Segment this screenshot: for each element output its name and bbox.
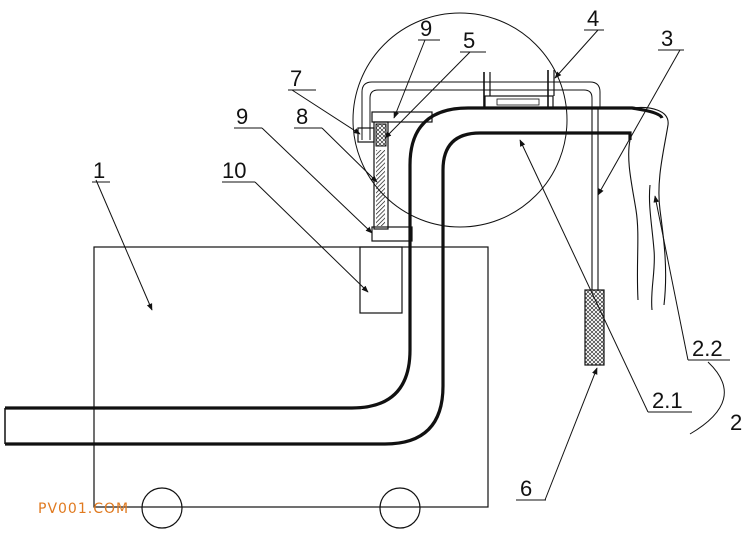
right-wheel [379, 487, 421, 529]
sleeve-6 [584, 289, 605, 366]
cart-wheels [141, 487, 421, 529]
label-9-top: 9 [420, 16, 432, 41]
rod-3 [591, 108, 599, 290]
plate-9-lower [371, 226, 413, 242]
label-3: 3 [661, 26, 673, 51]
left-wheel [141, 487, 183, 529]
leader-lines [95, 29, 689, 501]
cart-body [93, 246, 489, 508]
label-9-mid: 9 [236, 104, 248, 129]
block-5 [375, 123, 387, 147]
clamp-assembly [357, 111, 433, 242]
label-2-1: 2.1 [652, 388, 683, 413]
label-7: 7 [290, 66, 302, 91]
label-underlines [92, 29, 730, 501]
detail-circle [352, 12, 568, 228]
label-5: 5 [463, 28, 475, 53]
watermark: PV001.COM [38, 501, 129, 517]
label-6: 6 [520, 476, 532, 501]
label-10: 10 [222, 158, 246, 183]
label-1: 1 [93, 158, 105, 183]
bent-tube [4, 106, 664, 446]
flexible-hose [628, 106, 669, 311]
label-4: 4 [587, 6, 599, 31]
bracket-7 [357, 127, 375, 143]
label-2-2: 2.2 [692, 336, 723, 361]
label-8: 8 [296, 104, 308, 129]
plate-9-upper [371, 111, 433, 123]
spring-8 [376, 150, 385, 226]
post-8 [373, 121, 389, 230]
mount-block-10 [359, 246, 403, 314]
frame-bracket-4 [361, 70, 601, 140]
label-2: 2 [730, 410, 742, 435]
part-labels: 1 10 9 8 7 9 5 4 3 2.2 2.1 2 6 [93, 6, 742, 501]
